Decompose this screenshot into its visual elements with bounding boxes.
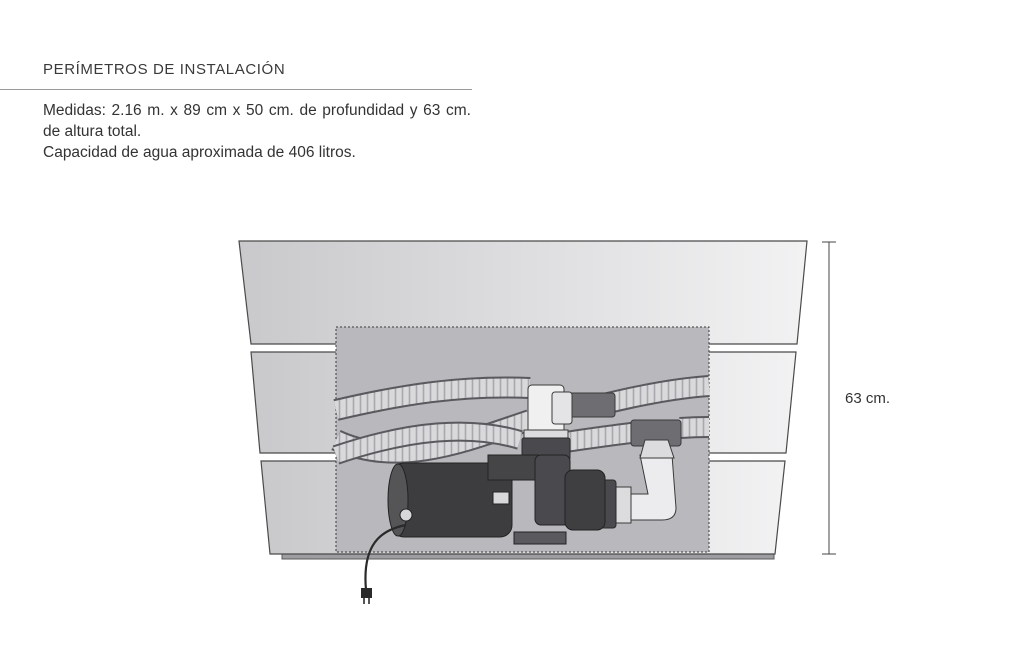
top-slat bbox=[238, 240, 808, 345]
dimensions-text: Medidas: 2.16 m. x 89 cm x 50 cm. de pro… bbox=[43, 102, 471, 140]
specifications: Medidas: 2.16 m. x 89 cm x 50 cm. de pro… bbox=[43, 100, 471, 163]
power-cord bbox=[361, 523, 407, 604]
title-divider bbox=[0, 89, 472, 90]
capacity-text: Capacidad de agua aproximada de 406 litr… bbox=[43, 144, 356, 161]
pump-motor bbox=[387, 454, 606, 545]
section-title: PERÍMETROS DE INSTALACIÓN bbox=[43, 61, 286, 78]
hose-coupling-upper bbox=[566, 392, 616, 418]
pvc-elbow-top bbox=[521, 384, 573, 461]
height-label: 63 cm. bbox=[845, 390, 891, 407]
height-dimension bbox=[822, 241, 836, 555]
